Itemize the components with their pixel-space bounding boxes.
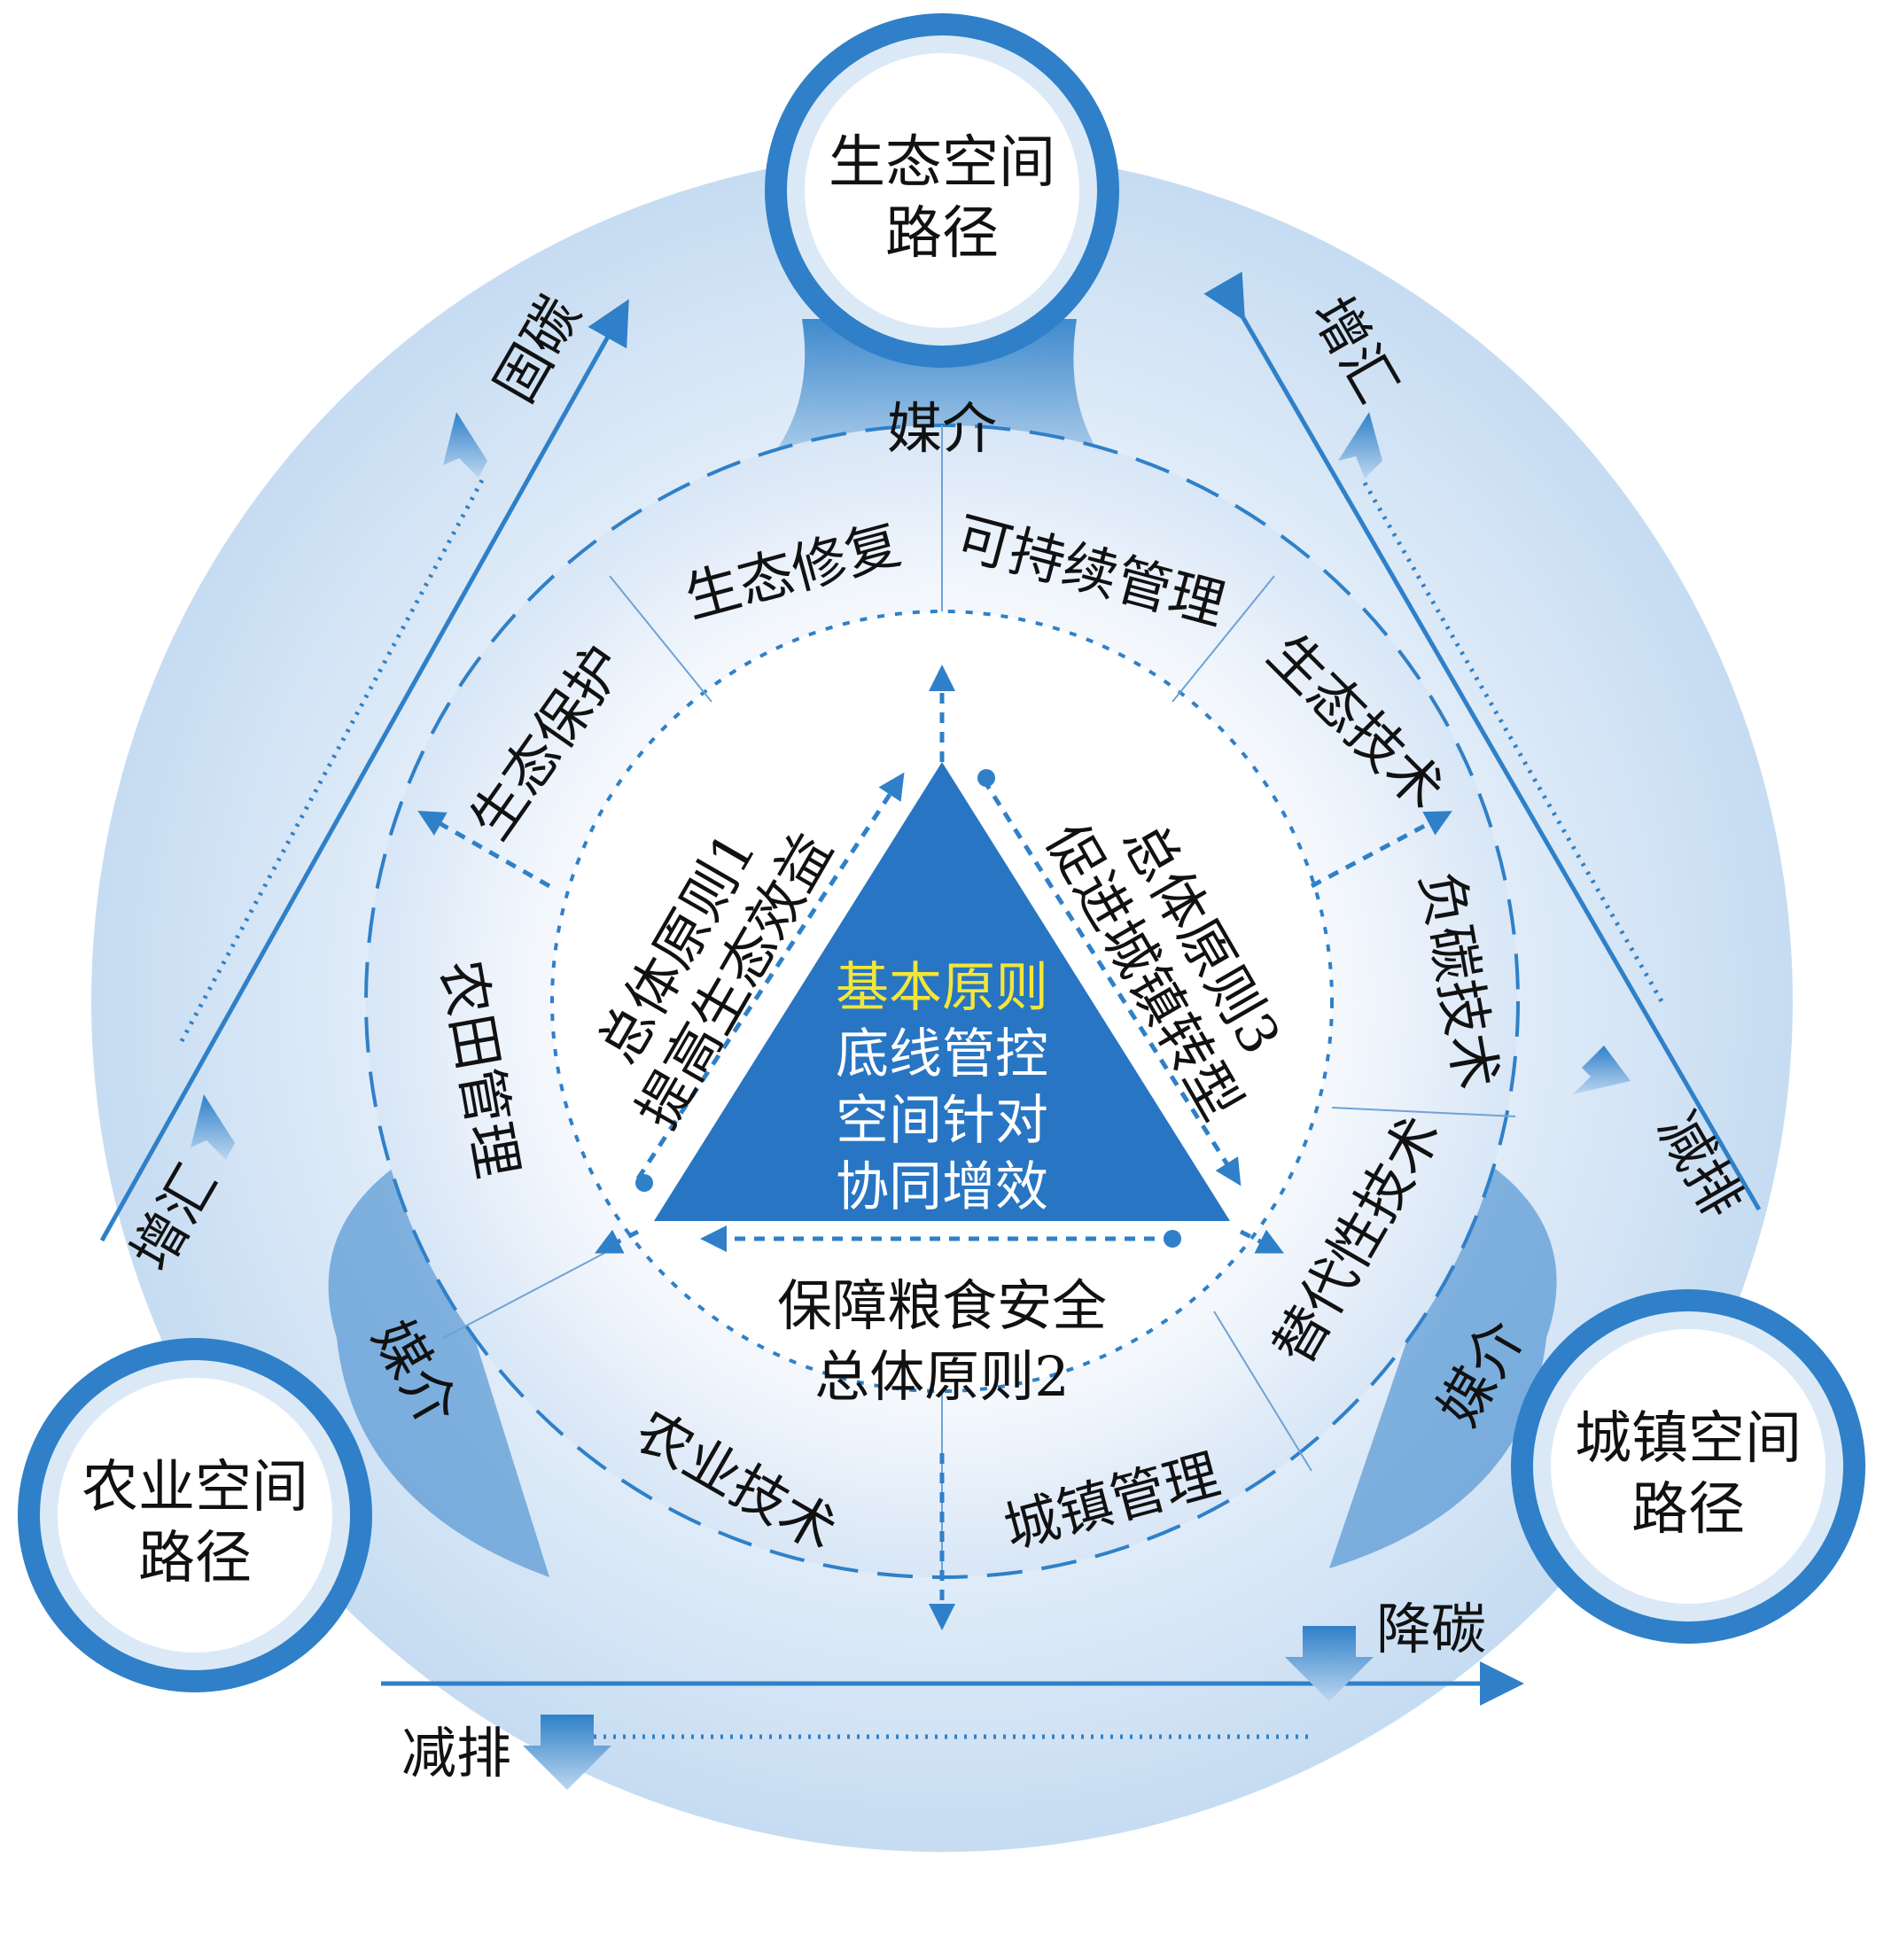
triangle-line-1: 底线管控 [836, 1023, 1048, 1085]
flow-label-bottom-left: 减排 [401, 1721, 511, 1785]
principle-2-line1: 保障粮食安全 [777, 1273, 1107, 1338]
mediator-eco: 媒介 [887, 396, 997, 461]
flow-label-bottom-right: 降碳 [1376, 1597, 1486, 1661]
hub-agri: 农业空间 路径 [18, 1338, 372, 1692]
principle-2-line2: 总体原则2 [814, 1344, 1069, 1409]
hub-eco-line1: 生态空间 [829, 130, 1055, 196]
segment-dividers [442, 425, 1516, 1577]
dot-bottom [1164, 1230, 1181, 1248]
hub-agri-line2: 路径 [138, 1526, 252, 1591]
triangle-line-3: 协同增效 [836, 1156, 1048, 1218]
triangle-line-2: 空间针对 [836, 1090, 1048, 1152]
hub-agri-line1: 农业空间 [82, 1455, 308, 1521]
funnel-agri [328, 1152, 549, 1577]
hub-urban: 城镇空间 路径 [1511, 1289, 1865, 1644]
triangle-arrows [417, 665, 1452, 1630]
hub-urban-line2: 路径 [1631, 1477, 1745, 1543]
hub-urban-line1: 城镇空间 [1575, 1406, 1802, 1472]
principle-triangle [654, 762, 1230, 1221]
fat-arrows [191, 412, 1631, 1790]
dot-top [977, 769, 995, 787]
hub-eco-line2: 路径 [885, 201, 999, 267]
hub-eco: 生态空间 路径 [765, 13, 1119, 368]
triangle-title: 基本原则 [836, 957, 1048, 1019]
funnel-urban [1329, 1152, 1557, 1568]
dot-left [635, 1174, 653, 1192]
